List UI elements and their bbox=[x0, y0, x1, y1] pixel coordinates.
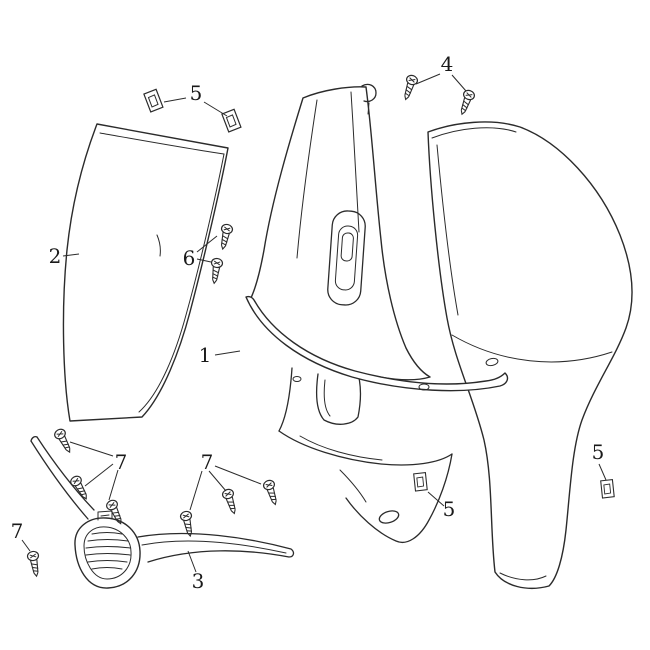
leader-7a3 bbox=[108, 469, 119, 501]
front-upper-cover-notch bbox=[156, 234, 161, 257]
console-inner-slot bbox=[334, 225, 359, 291]
leader-2 bbox=[62, 253, 80, 257]
trim-left-arm-inner bbox=[36, 436, 95, 511]
upper-cover-right-inner-line bbox=[350, 91, 360, 233]
clip-part5-a bbox=[142, 88, 164, 114]
screw-part7-b bbox=[68, 473, 92, 503]
leader-7c1 bbox=[21, 539, 31, 552]
top-hook-tab-stem bbox=[367, 102, 370, 115]
grille-inner bbox=[83, 526, 132, 580]
upper-cover-left-inner-line bbox=[296, 99, 318, 259]
side-panel-mid-crease bbox=[451, 334, 613, 363]
side-panel-left-inner-line bbox=[436, 144, 459, 316]
callout-2: 2 bbox=[49, 244, 62, 268]
side-panel-screw-boss bbox=[485, 357, 499, 367]
leader-6a bbox=[196, 235, 218, 253]
leader-5b bbox=[427, 491, 445, 507]
leader-1 bbox=[214, 350, 241, 356]
screw-part7-e bbox=[220, 487, 241, 516]
callout-3: 3 bbox=[192, 569, 205, 593]
leader-7a1 bbox=[69, 441, 114, 457]
leader-5c bbox=[598, 463, 607, 481]
front-upper-cover-top-inner-line bbox=[99, 132, 225, 155]
console-recess bbox=[327, 210, 366, 306]
foot-oval-hole bbox=[378, 510, 400, 524]
leader-4a bbox=[415, 73, 441, 85]
lower-grille-trim bbox=[30, 435, 295, 589]
grille-slats bbox=[85, 532, 131, 570]
collar-right-boss bbox=[418, 383, 430, 391]
center-duct-outline bbox=[316, 373, 362, 425]
callout-4: 4 bbox=[441, 52, 454, 76]
screw-part6-a bbox=[216, 222, 234, 251]
callout-5-mid: 5 bbox=[443, 497, 456, 521]
leader-5a2 bbox=[203, 101, 228, 117]
trim-left-arm-tip bbox=[30, 435, 38, 442]
leg-shield-lower bbox=[278, 367, 453, 543]
grille-top-tab bbox=[97, 510, 113, 521]
callout-7-mid: 7 bbox=[201, 450, 214, 474]
leg-shield-upper bbox=[249, 83, 431, 381]
leader-4b bbox=[451, 74, 467, 92]
clip-part5-d bbox=[600, 479, 615, 499]
callout-6: 6 bbox=[183, 246, 196, 270]
screw-part4-b bbox=[456, 88, 477, 117]
side-panel bbox=[427, 121, 633, 590]
leader-7b3 bbox=[214, 465, 262, 485]
collar-left-boss bbox=[292, 376, 302, 382]
front-upper-cover bbox=[62, 123, 229, 422]
leader-3 bbox=[187, 550, 197, 573]
center-duct-inner-line bbox=[323, 379, 331, 417]
screw-part7-a bbox=[52, 426, 76, 456]
leg-shield-upper-outline bbox=[249, 86, 431, 381]
callout-5-right: 5 bbox=[592, 440, 605, 464]
screw-part7-f bbox=[261, 478, 282, 507]
side-panel-top-inner-line bbox=[431, 127, 517, 139]
leg-shield-foot-crease bbox=[339, 469, 367, 503]
front-upper-cover-right-inner-line bbox=[138, 153, 225, 413]
leader-6b bbox=[196, 258, 212, 263]
callout-1: 1 bbox=[199, 343, 212, 367]
callout-5-top: 5 bbox=[190, 81, 203, 105]
callout-7-left: 7 bbox=[115, 450, 128, 474]
leg-shield-lower-bottom-sweep bbox=[278, 430, 453, 466]
leg-shield-collar bbox=[245, 295, 509, 392]
side-panel-bottom-inner-line bbox=[499, 572, 547, 581]
leader-7b1 bbox=[189, 470, 203, 511]
leader-lines bbox=[21, 73, 607, 573]
collar-band-outline bbox=[245, 295, 509, 392]
trim-right-arm-inner bbox=[141, 540, 287, 554]
callout-7-bottom: 7 bbox=[11, 519, 24, 543]
leader-7a2 bbox=[84, 463, 114, 487]
clip-part5-c bbox=[413, 472, 428, 492]
leader-7b2 bbox=[208, 470, 227, 492]
clip-part5-b bbox=[220, 108, 242, 134]
console-inner-detail bbox=[340, 232, 354, 262]
console-outer-ring bbox=[327, 210, 366, 306]
leg-shield-foot-outline bbox=[345, 453, 453, 543]
leg-shield-lower-inner-curve bbox=[299, 435, 383, 461]
trim-right-arm-outer bbox=[137, 532, 295, 563]
leader-5a1 bbox=[163, 97, 187, 103]
screw-part4-a bbox=[399, 73, 420, 102]
side-panel-outline bbox=[427, 121, 633, 590]
trim-left-arm-outer bbox=[30, 440, 89, 520]
screw-part7-g bbox=[26, 550, 43, 578]
top-hook-tab bbox=[361, 83, 377, 103]
callout-labels: 1 2 3 4 5 5 5 6 7 7 7 bbox=[11, 52, 605, 593]
leg-shield-lower-left-edge bbox=[278, 367, 293, 432]
front-upper-cover-outline bbox=[62, 123, 229, 422]
